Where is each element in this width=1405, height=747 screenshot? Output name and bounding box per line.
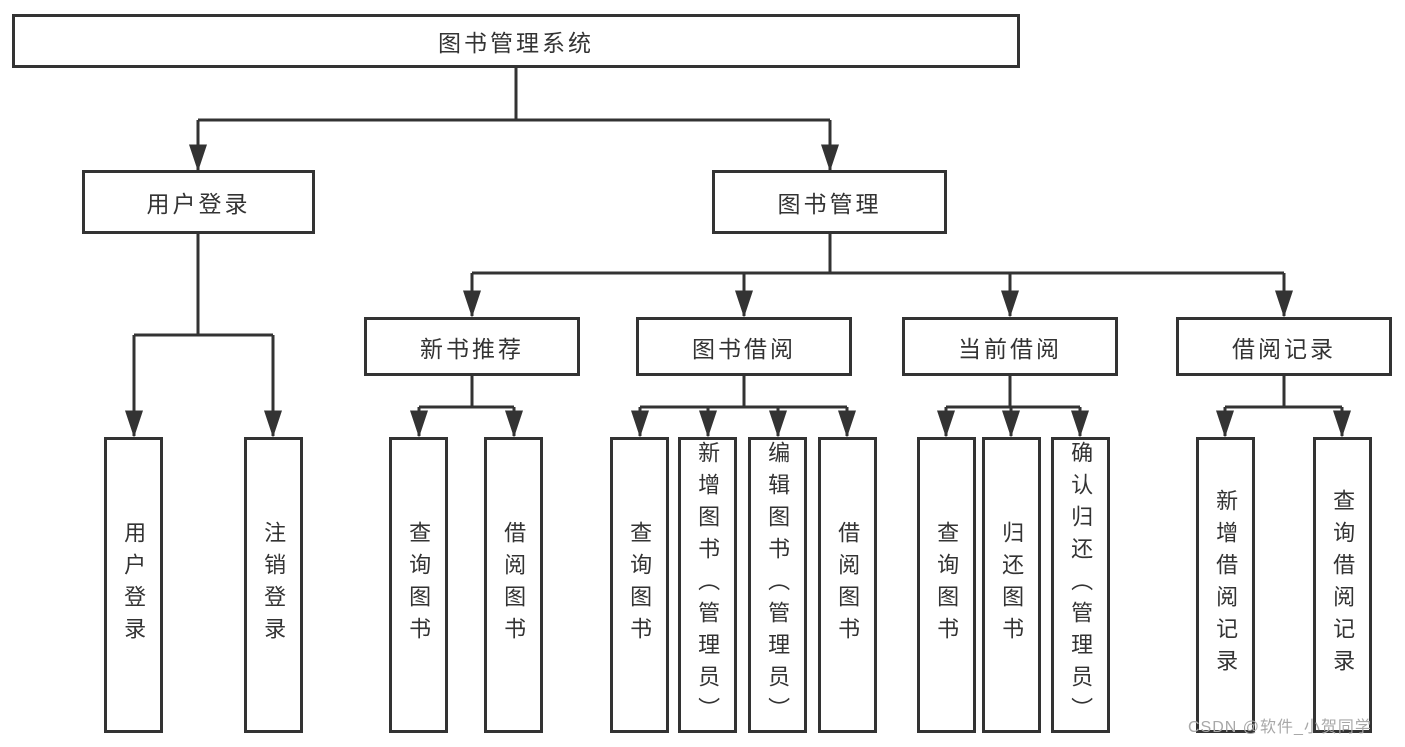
leaf-edit-books-admin: 编辑图书（管理员） <box>748 437 807 733</box>
leaf-add-books-admin: 新增图书（管理员） <box>678 437 737 733</box>
leaf-query-books-current-label: 查询图书 <box>934 521 960 649</box>
node-user-login: 用户登录 <box>82 170 315 234</box>
leaf-query-books-recommend-label: 查询图书 <box>406 521 432 649</box>
leaf-add-books-admin-label: 新增图书（管理员） <box>695 441 721 729</box>
leaf-query-books-recommend: 查询图书 <box>389 437 448 733</box>
leaf-query-borrow-record: 查询借阅记录 <box>1313 437 1372 733</box>
leaf-return-books-label: 归还图书 <box>999 521 1025 649</box>
leaf-logout: 注销登录 <box>244 437 303 733</box>
node-user-login-label: 用户登录 <box>146 191 251 217</box>
node-book-management: 图书管理 <box>712 170 947 234</box>
leaf-edit-books-admin-label: 编辑图书（管理员） <box>765 441 791 729</box>
node-book-borrowing-label: 图书借阅 <box>692 335 796 362</box>
leaf-query-borrow-record-label: 查询借阅记录 <box>1330 489 1356 681</box>
node-current-borrowing: 当前借阅 <box>902 317 1118 376</box>
leaf-return-books: 归还图书 <box>982 437 1041 733</box>
node-book-management-label: 图书管理 <box>777 191 882 217</box>
leaf-borrow-books-label: 借阅图书 <box>835 521 861 649</box>
leaf-borrow-books: 借阅图书 <box>818 437 877 733</box>
leaf-confirm-return-admin-label: 确认归还（管理员） <box>1068 441 1094 729</box>
leaf-query-books-borrow-label: 查询图书 <box>627 521 653 649</box>
node-borrowing-records: 借阅记录 <box>1176 317 1392 376</box>
node-borrowing-records-label: 借阅记录 <box>1232 335 1336 362</box>
node-new-book-recommendation: 新书推荐 <box>364 317 580 376</box>
leaf-logout-label: 注销登录 <box>261 521 287 649</box>
leaf-query-books-borrow: 查询图书 <box>610 437 669 733</box>
node-current-borrowing-label: 当前借阅 <box>958 335 1062 362</box>
leaf-query-books-current: 查询图书 <box>917 437 976 733</box>
node-root-label: 图书管理系统 <box>438 30 594 56</box>
leaf-add-borrow-record-label: 新增借阅记录 <box>1213 489 1239 681</box>
leaf-confirm-return-admin: 确认归还（管理员） <box>1051 437 1110 733</box>
leaf-borrow-books-recommend: 借阅图书 <box>484 437 543 733</box>
leaf-add-borrow-record: 新增借阅记录 <box>1196 437 1255 733</box>
leaf-user-login: 用户登录 <box>104 437 163 733</box>
leaf-borrow-books-recommend-label: 借阅图书 <box>501 521 527 649</box>
leaf-user-login-label: 用户登录 <box>121 521 147 649</box>
node-root: 图书管理系统 <box>12 14 1020 68</box>
node-new-book-recommendation-label: 新书推荐 <box>420 335 524 362</box>
csdn-watermark: CSDN @软件_小贺同学 <box>1188 719 1372 736</box>
node-book-borrowing: 图书借阅 <box>636 317 852 376</box>
